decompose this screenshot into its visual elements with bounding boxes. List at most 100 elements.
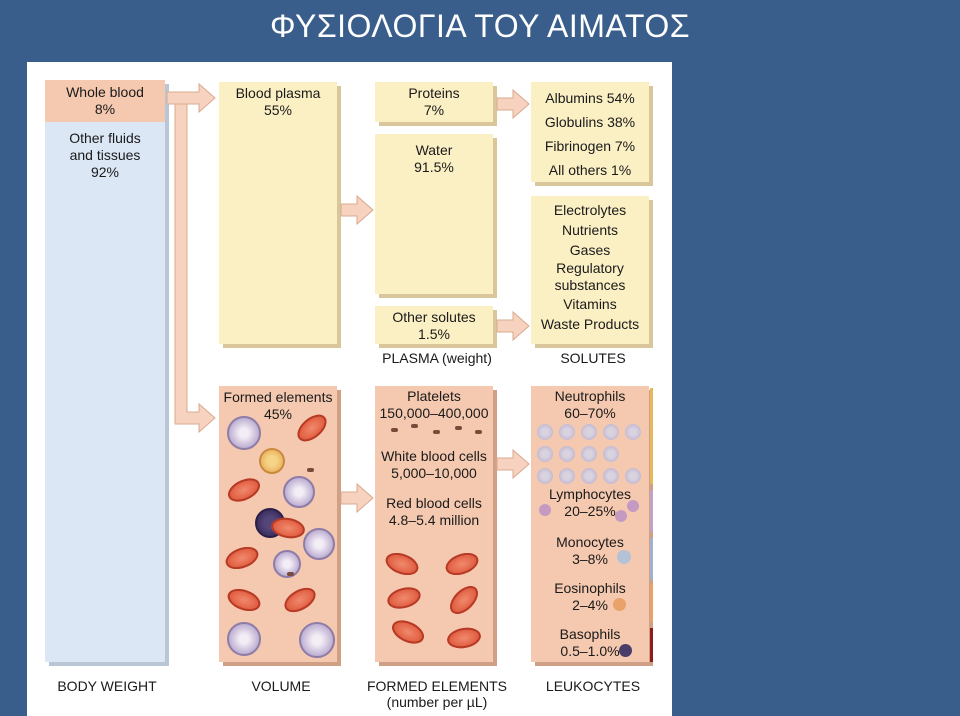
solute-item: Vitamins	[563, 296, 617, 312]
neutrophil-icon	[537, 446, 553, 462]
blood-plasma-pct: 55%	[263, 102, 293, 118]
platelets-range: 150,000–400,000	[379, 405, 489, 421]
monocyte-cell-icon	[227, 622, 261, 656]
neutrophil-icon	[625, 424, 641, 440]
platelet-icon	[391, 428, 398, 432]
platelet-icon	[307, 468, 314, 472]
solute-item: Regulatory	[556, 260, 624, 276]
whole-blood-section: Whole blood 8%	[45, 80, 165, 122]
formed-elements-footer-title: FORMED ELEMENTS	[366, 678, 507, 694]
formed-elements-label: Formed elements	[223, 389, 333, 405]
formed-elements-footer-unit: (number per µL)	[386, 694, 488, 710]
neutrophil-icon	[559, 468, 575, 484]
neutrophil-icon	[603, 468, 619, 484]
wbc-label: White blood cells	[381, 448, 487, 464]
other-solutes-box: Other solutes 1.5%	[375, 306, 493, 344]
solutes-box: Electrolytes Nutrients Gases Regulatory …	[531, 196, 649, 344]
neutrophil-icon	[581, 424, 597, 440]
proteins-label: Proteins	[408, 85, 460, 101]
lymphocytes-pct: 20–25%	[564, 503, 616, 519]
neutrophil-icon	[581, 446, 597, 462]
neutrophils-label: Neutrophils	[554, 388, 626, 404]
water-label: Water	[415, 142, 453, 158]
monocytes-pct: 3–8%	[572, 551, 608, 567]
basophils-label: Basophils	[559, 626, 621, 642]
neutrophil-icon	[603, 424, 619, 440]
protein-type: Albumins 54%	[545, 90, 635, 106]
neutrophil-cell-icon	[273, 550, 301, 578]
neutrophil-icon	[625, 468, 641, 484]
volume-footer: VOLUME	[251, 678, 311, 694]
platelet-icon	[411, 424, 418, 428]
neutrophils-pct: 60–70%	[564, 405, 616, 421]
platelet-icon	[433, 430, 440, 434]
proteins-pct: 7%	[423, 102, 445, 118]
whole-blood-pct: 8%	[94, 101, 116, 117]
neutrophil-icon	[603, 446, 619, 462]
lymphocyte-marker	[650, 490, 653, 532]
neutrophil-marker	[650, 388, 653, 484]
neutrophil-icon	[581, 468, 597, 484]
protein-type: Fibrinogen 7%	[544, 138, 636, 154]
other-fluids-label-2: and tissues	[69, 147, 141, 163]
lymphocyte-icon	[539, 504, 551, 516]
blood-plasma-box: Blood plasma 55%	[219, 82, 337, 344]
protein-type: All others 1%	[548, 162, 632, 178]
platelets-label: Platelets	[407, 388, 461, 404]
platelet-icon	[455, 426, 462, 430]
other-solutes-label: Other solutes	[392, 309, 476, 325]
eosinophil-marker	[650, 584, 653, 622]
eosinophils-pct: 2–4%	[572, 597, 608, 613]
rbc-range: 4.8–5.4 million	[388, 512, 480, 528]
solute-item: Nutrients	[561, 222, 619, 238]
monocyte-marker	[650, 538, 653, 580]
protein-type: Globulins 38%	[544, 114, 636, 130]
basophil-icon	[619, 644, 632, 657]
neutrophil-icon	[537, 468, 553, 484]
neutrophil-icon	[559, 424, 575, 440]
basophils-pct: 0.5–1.0%	[560, 643, 620, 659]
blood-plasma-label: Blood plasma	[235, 85, 321, 101]
body-weight-box: Whole blood 8% Other fluids and tissues …	[45, 80, 165, 662]
eosinophils-label: Eosinophils	[554, 580, 626, 596]
solute-item: substances	[554, 277, 626, 293]
other-solutes-pct: 1.5%	[418, 326, 450, 342]
eosinophil-cell-icon	[259, 448, 285, 474]
water-box: Water 91.5%	[375, 134, 493, 294]
protein-types-box: Albumins 54% Globulins 38% Fibrinogen 7%…	[531, 82, 649, 182]
wbc-range: 5,000–10,000	[391, 465, 477, 481]
other-fluids-label: Other fluids	[69, 130, 141, 146]
solutes-footer: SOLUTES	[560, 350, 626, 366]
formed-elements-pct: 45%	[263, 406, 293, 422]
formed-elements-footer: FORMED ELEMENTS (number per µL)	[357, 678, 517, 710]
platelet-icon	[475, 430, 482, 434]
eosinophil-icon	[613, 598, 626, 611]
solute-item: Gases	[569, 242, 611, 258]
leukocytes-footer: LEUKOCYTES	[545, 678, 641, 694]
slide-title: ΦΥΣΙΟΛΟΓΙΑ ΤΟΥ ΑΙΜΑΤΟΣ	[269, 8, 691, 44]
monocyte-cell-icon	[227, 416, 261, 450]
other-fluids-pct: 92%	[90, 164, 120, 180]
neutrophil-cell-icon	[283, 476, 315, 508]
rbc-label: Red blood cells	[386, 495, 482, 511]
whole-blood-label: Whole blood	[66, 84, 144, 100]
water-pct: 91.5%	[414, 159, 454, 175]
monocyte-cell-icon	[299, 622, 335, 658]
neutrophil-icon	[537, 424, 553, 440]
solute-item: Waste Products	[540, 316, 640, 332]
lymphocyte-icon	[627, 500, 639, 512]
basophil-marker	[650, 628, 653, 662]
body-weight-footer: BODY WEIGHT	[57, 678, 157, 694]
solute-item: Electrolytes	[553, 202, 627, 218]
neutrophil-icon	[559, 446, 575, 462]
flow-arrows	[166, 82, 530, 514]
blood-composition-diagram: Whole blood 8% Other fluids and tissues …	[27, 62, 672, 716]
monocytes-label: Monocytes	[556, 534, 624, 550]
plasma-footer: PLASMA (weight)	[382, 350, 492, 366]
platelet-icon	[287, 572, 294, 576]
lymphocytes-label: Lymphocytes	[549, 486, 631, 502]
proteins-box: Proteins 7%	[375, 82, 493, 122]
lymphocyte-cell-icon	[303, 528, 335, 560]
monocyte-icon	[617, 550, 631, 564]
lymphocyte-icon	[615, 510, 627, 522]
